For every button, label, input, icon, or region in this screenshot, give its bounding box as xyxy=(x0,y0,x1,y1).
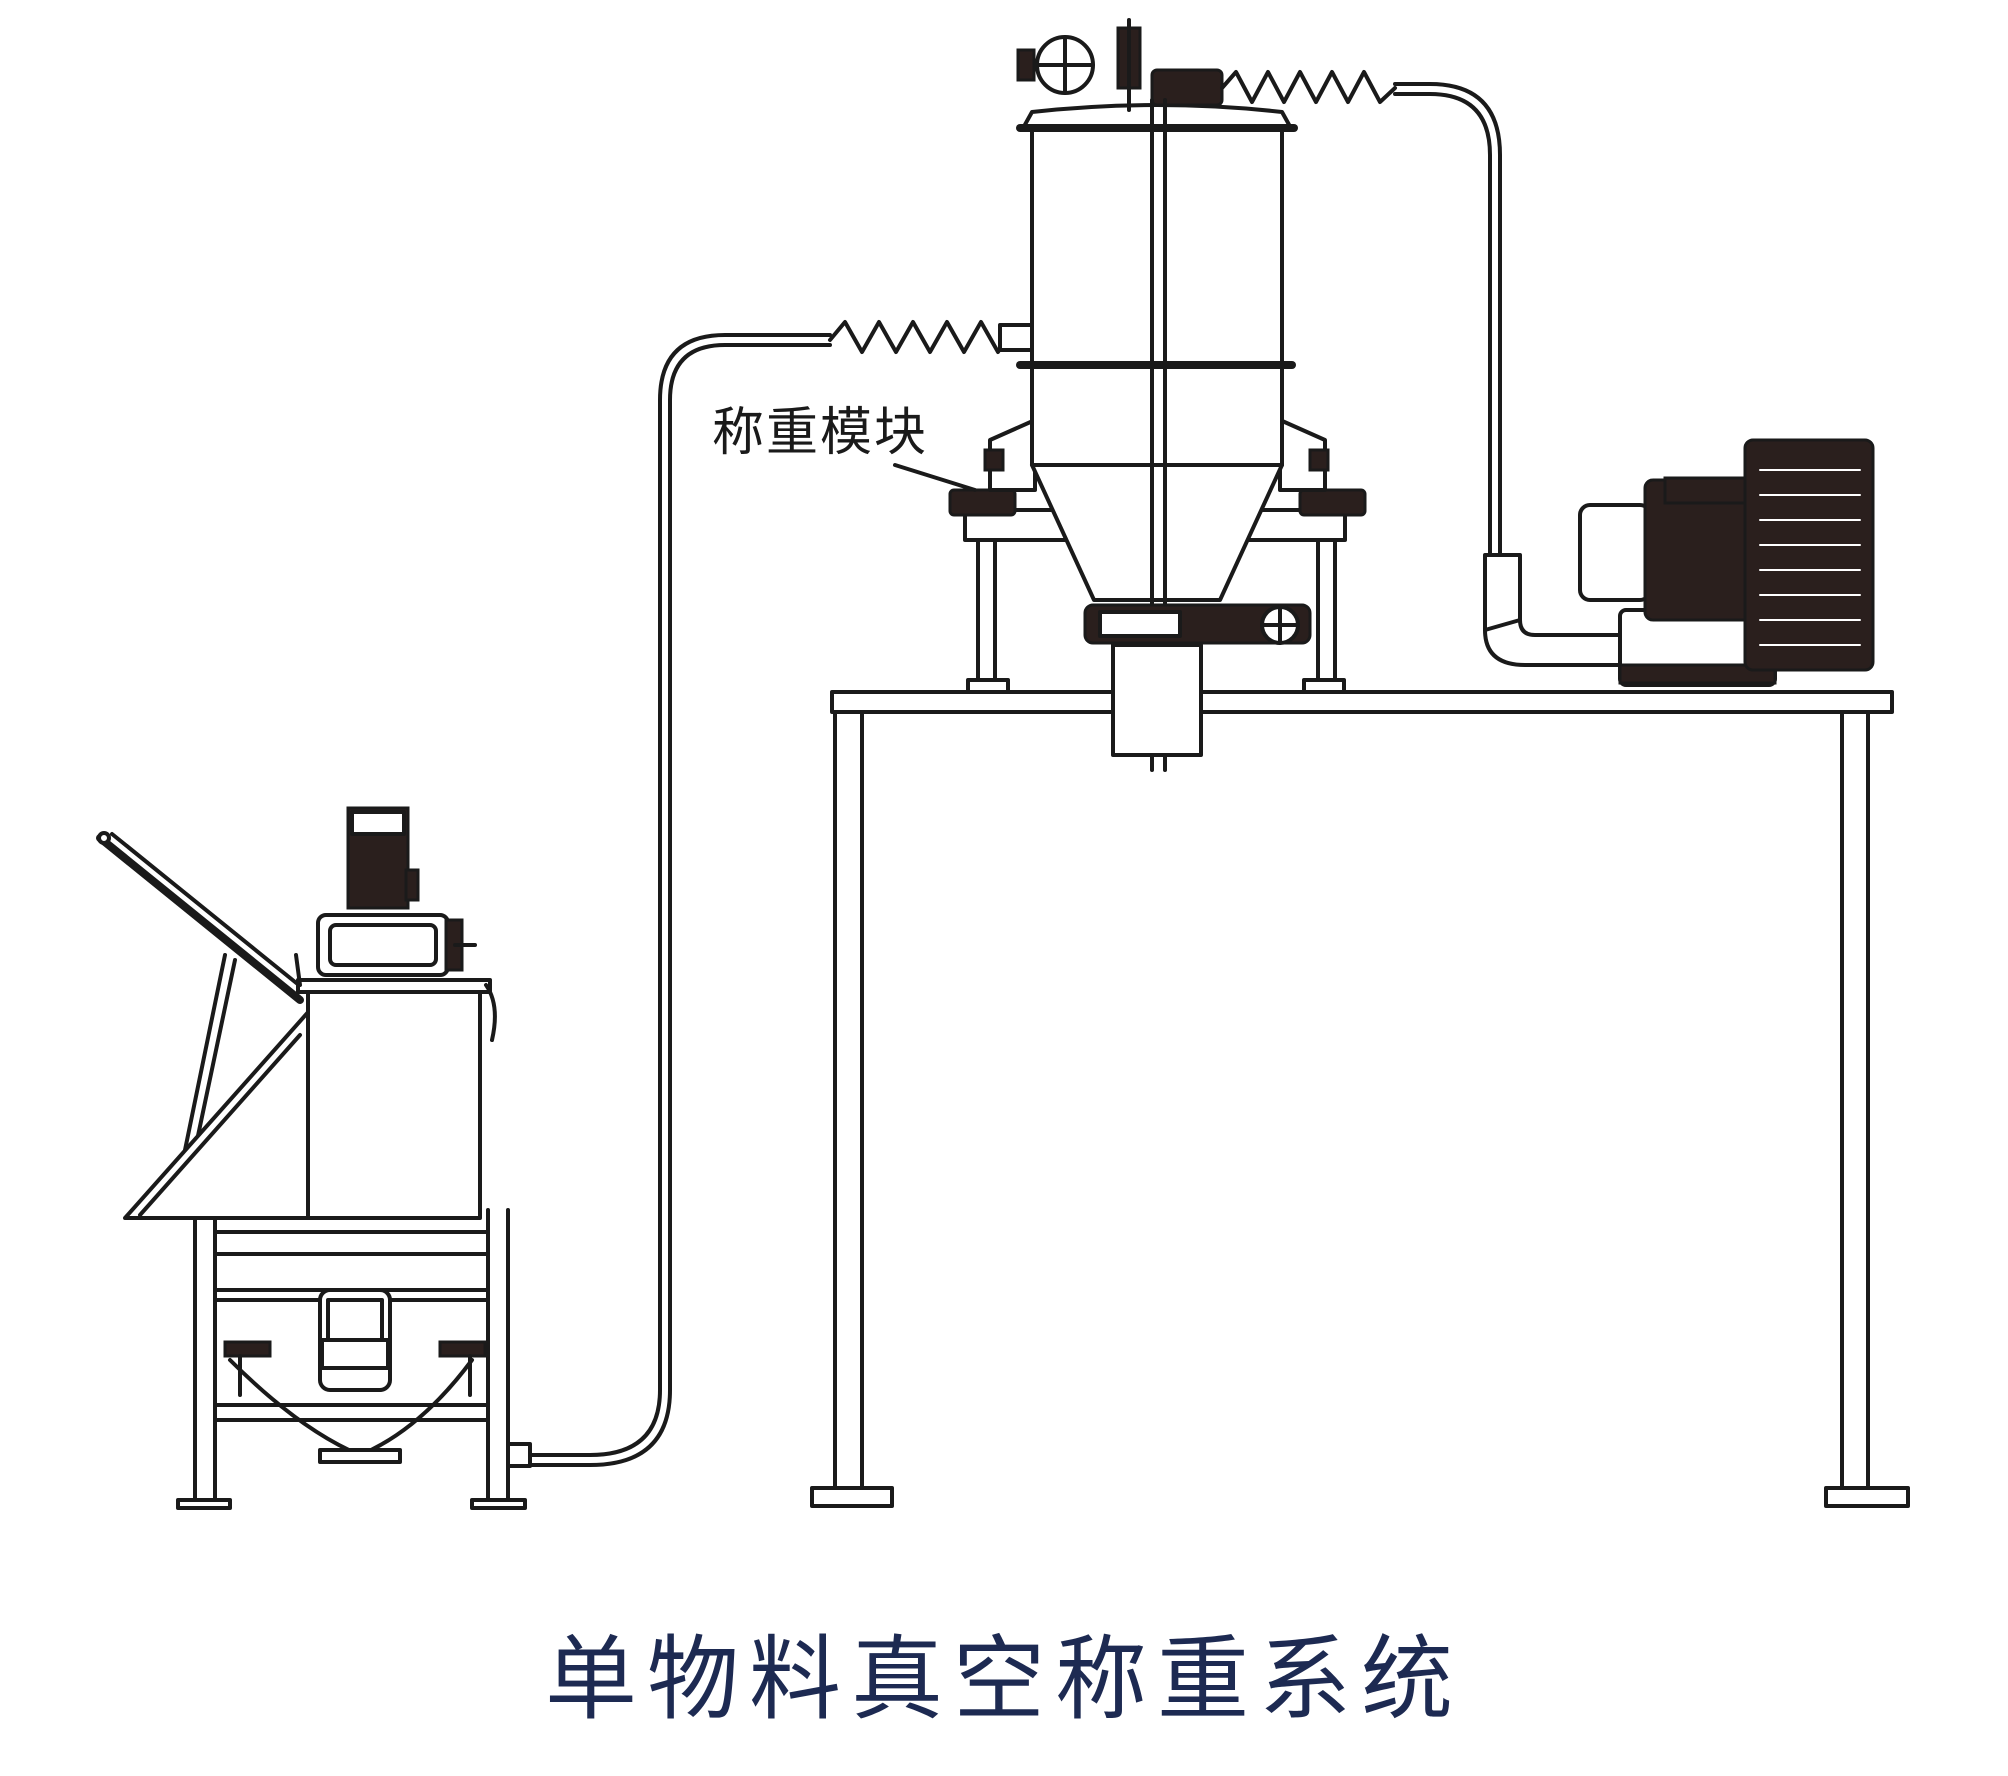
vacuum-outlet-valve xyxy=(1150,68,1224,107)
vacuum-receiver xyxy=(948,18,1367,772)
receiver-cylinder xyxy=(1030,128,1284,467)
weighing-module-right xyxy=(1298,488,1367,517)
feeder-frame xyxy=(193,1208,510,1502)
vacuum-zigzag xyxy=(1220,70,1397,104)
vacuum-hose xyxy=(1220,70,1627,667)
receiver-cone xyxy=(1030,463,1284,602)
discharge-pipe xyxy=(1111,643,1203,757)
discharge-nozzle xyxy=(506,1442,532,1468)
feed-chute-arm xyxy=(96,834,304,1004)
weighing-module-left xyxy=(948,488,1017,517)
feeder-station xyxy=(96,806,532,1510)
pump-motor-front xyxy=(1578,503,1652,602)
pump-blower xyxy=(1743,438,1875,672)
hose-zigzag xyxy=(828,320,1007,354)
weighing-module-label: 称重模块 xyxy=(712,403,929,463)
feeder-bin xyxy=(306,988,482,1220)
weighing-module-leader xyxy=(893,463,977,492)
platform-table xyxy=(810,690,1910,1508)
chute-strut xyxy=(183,953,227,1152)
vacuum-pump xyxy=(1578,438,1875,687)
diagram-title: 单物料真空称重系统 xyxy=(544,1626,1463,1733)
